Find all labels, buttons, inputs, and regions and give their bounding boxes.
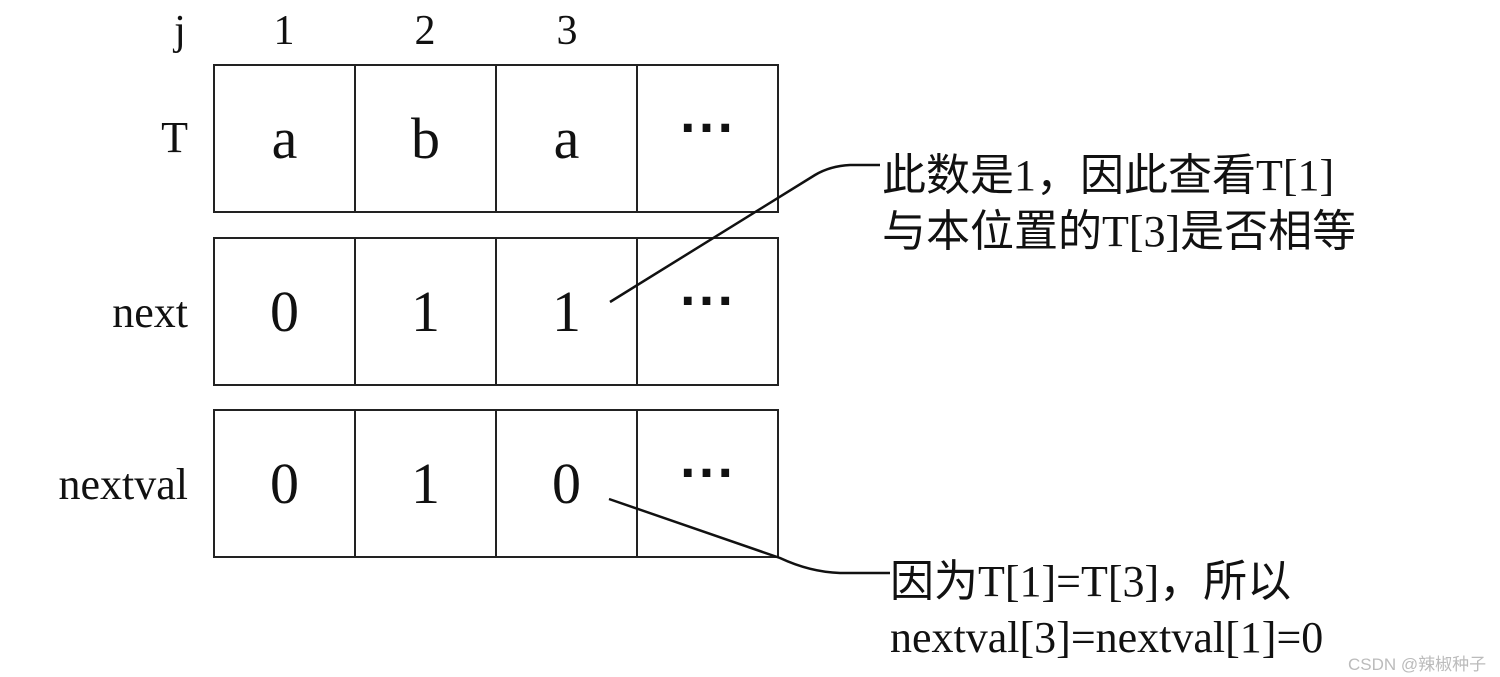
row-label-t: T <box>161 113 188 162</box>
row-label-nextval: nextval <box>58 460 188 509</box>
ellipsis-icon: ··· <box>679 276 736 327</box>
nextval-note: 因为T[1]=T[3]，所以 nextval[3]=nextval[1]=0 <box>890 554 1323 666</box>
cell-t-1: a <box>215 66 356 211</box>
nextval-note-line1: 因为T[1]=T[3]，所以 <box>890 557 1292 606</box>
watermark: CSDN @辣椒种子 <box>1348 655 1487 674</box>
cell-next-2: 1 <box>356 239 497 384</box>
cell-nextval-3: 0 <box>497 411 638 556</box>
row-t: a b a ··· <box>213 64 779 213</box>
index-2: 2 <box>414 8 436 54</box>
row-next: 0 1 1 ··· <box>213 237 779 386</box>
index-label: j <box>174 8 186 54</box>
cell-nextval-1: 0 <box>215 411 356 556</box>
nextval-note-leader <box>608 497 890 575</box>
row-nextval: 0 1 0 ··· <box>213 409 779 558</box>
next-note: 此数是1，因此查看T[1] 与本位置的T[3]是否相等 <box>882 148 1356 260</box>
cell-nextval-ellipsis: ··· <box>638 411 777 556</box>
ellipsis-icon: ··· <box>679 448 736 499</box>
cell-next-1: 0 <box>215 239 356 384</box>
index-3: 3 <box>556 8 578 54</box>
next-note-leader <box>609 163 880 304</box>
cell-next-3: 1 <box>497 239 638 384</box>
nextval-note-line2: nextval[3]=nextval[1]=0 <box>890 613 1324 662</box>
row-label-next: next <box>112 288 188 337</box>
index-1: 1 <box>273 8 295 54</box>
cell-t-ellipsis: ··· <box>638 66 777 211</box>
next-note-line1: 此数是1，因此查看T[1] <box>882 151 1335 200</box>
cell-t-3: a <box>497 66 638 211</box>
next-note-line2: 与本位置的T[3]是否相等 <box>882 207 1357 256</box>
cell-nextval-2: 1 <box>356 411 497 556</box>
cell-t-2: b <box>356 66 497 211</box>
ellipsis-icon: ··· <box>679 103 736 154</box>
cell-next-ellipsis: ··· <box>638 239 777 384</box>
